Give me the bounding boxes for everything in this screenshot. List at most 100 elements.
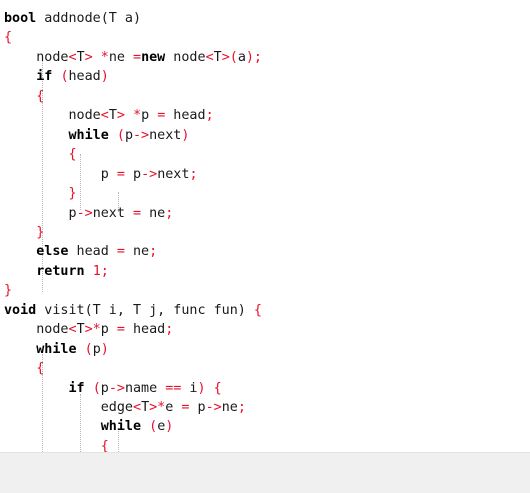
code-operator: -> xyxy=(205,400,222,415)
code-text: p xyxy=(124,127,133,143)
code-text xyxy=(85,381,93,396)
code-line: edge<T>*e = p->ne; xyxy=(4,398,246,418)
code-text xyxy=(4,147,69,162)
code-line: } xyxy=(4,184,77,204)
code-text xyxy=(4,89,36,104)
code-operator: ( xyxy=(149,419,158,435)
code-line: { xyxy=(4,28,12,48)
code-keyword: if xyxy=(36,69,53,85)
code-operator: } xyxy=(4,283,13,299)
code-line: while (p->next) xyxy=(4,126,190,146)
code-keyword: return xyxy=(36,263,85,279)
code-operator: < xyxy=(68,49,77,65)
code-keyword: while xyxy=(36,341,77,357)
code-text xyxy=(85,264,93,279)
code-text: head xyxy=(124,322,166,338)
code-operator: ; xyxy=(205,108,214,124)
code-operator: = xyxy=(133,49,142,65)
code-operator: = xyxy=(181,400,190,415)
code-text: p xyxy=(141,108,158,124)
code-line: bool addnode(T a) xyxy=(4,9,141,29)
code-text: next xyxy=(92,205,133,221)
code-text: e xyxy=(157,419,166,435)
code-operator: >* xyxy=(84,322,101,338)
code-text: p xyxy=(92,341,101,357)
code-text xyxy=(4,419,101,434)
code-text: p xyxy=(189,400,206,415)
code-operator: = xyxy=(133,205,142,221)
code-operator: { xyxy=(36,361,45,377)
code-line: { xyxy=(4,87,44,107)
code-text: T xyxy=(76,49,85,65)
code-operator: ; xyxy=(237,400,246,415)
code-line: return 1; xyxy=(4,262,109,282)
code-line: } xyxy=(4,281,12,301)
indent-guide xyxy=(42,354,43,452)
code-text: head xyxy=(165,108,206,124)
code-operator: { xyxy=(68,147,77,163)
code-operator: > xyxy=(116,108,125,124)
code-text: T xyxy=(141,400,150,415)
code-operator: ( xyxy=(60,69,69,85)
code-text: next xyxy=(157,166,190,182)
code-operator: < xyxy=(205,49,214,65)
code-line: if (p->name == i) { xyxy=(4,379,222,399)
indent-guide xyxy=(80,154,81,210)
code-text: visit(T i, T j, func fun) xyxy=(36,302,254,318)
code-operator: == xyxy=(165,380,182,396)
code-text xyxy=(4,225,36,240)
code-text: p xyxy=(100,380,109,396)
code-operator: ; xyxy=(165,205,174,221)
code-operator: 1 xyxy=(92,263,101,279)
code-text xyxy=(4,342,36,357)
code-operator: * xyxy=(124,108,142,124)
code-line: while (e) xyxy=(4,417,174,437)
code-line: else head = ne; xyxy=(4,242,157,262)
code-text: i xyxy=(181,380,198,396)
code-operator: ; xyxy=(100,263,109,279)
code-line: node<T>*p = head; xyxy=(4,320,173,340)
code-keyword: while xyxy=(100,419,142,435)
code-text xyxy=(4,381,69,396)
code-operator: { xyxy=(36,88,45,104)
code-editor[interactable]: bool addnode(T a){ node<T> *ne =new node… xyxy=(0,0,530,452)
code-operator: ); xyxy=(245,49,262,65)
code-text xyxy=(4,244,36,259)
code-line: p = p->next; xyxy=(4,165,198,185)
code-keyword: bool xyxy=(4,11,37,26)
code-text xyxy=(4,439,101,452)
code-text: p xyxy=(100,322,117,338)
code-text: T xyxy=(76,322,85,338)
code-operator: ) xyxy=(100,69,109,85)
code-text xyxy=(109,128,117,143)
code-text xyxy=(4,361,36,376)
code-text: ne xyxy=(108,49,133,65)
code-operator: = xyxy=(157,108,166,124)
indent-guide xyxy=(118,428,119,452)
code-operator: { xyxy=(213,380,222,396)
code-text: T xyxy=(213,49,222,65)
code-text: ne xyxy=(124,244,150,260)
code-operator: * xyxy=(92,49,109,65)
code-text xyxy=(206,381,214,396)
code-text: node xyxy=(165,49,206,65)
indent-guide xyxy=(42,60,43,292)
code-text xyxy=(77,342,85,357)
code-operator: -> xyxy=(108,380,125,396)
code-operator: -> xyxy=(141,166,158,182)
code-line: { xyxy=(4,437,109,452)
code-text xyxy=(4,264,36,279)
code-operator: = xyxy=(116,244,125,260)
code-operator: -> xyxy=(76,205,93,221)
indent-guide xyxy=(118,192,119,212)
code-operator: ( xyxy=(92,380,101,396)
code-text: ne xyxy=(221,400,238,415)
code-line: } xyxy=(4,223,44,243)
code-operator: } xyxy=(68,186,77,202)
code-text: head xyxy=(68,244,117,260)
code-line: node<T> *p = head; xyxy=(4,106,214,126)
code-operator: { xyxy=(4,30,13,46)
code-operator: } xyxy=(36,224,45,240)
bottom-bar xyxy=(0,452,530,493)
code-text: a xyxy=(237,49,246,65)
